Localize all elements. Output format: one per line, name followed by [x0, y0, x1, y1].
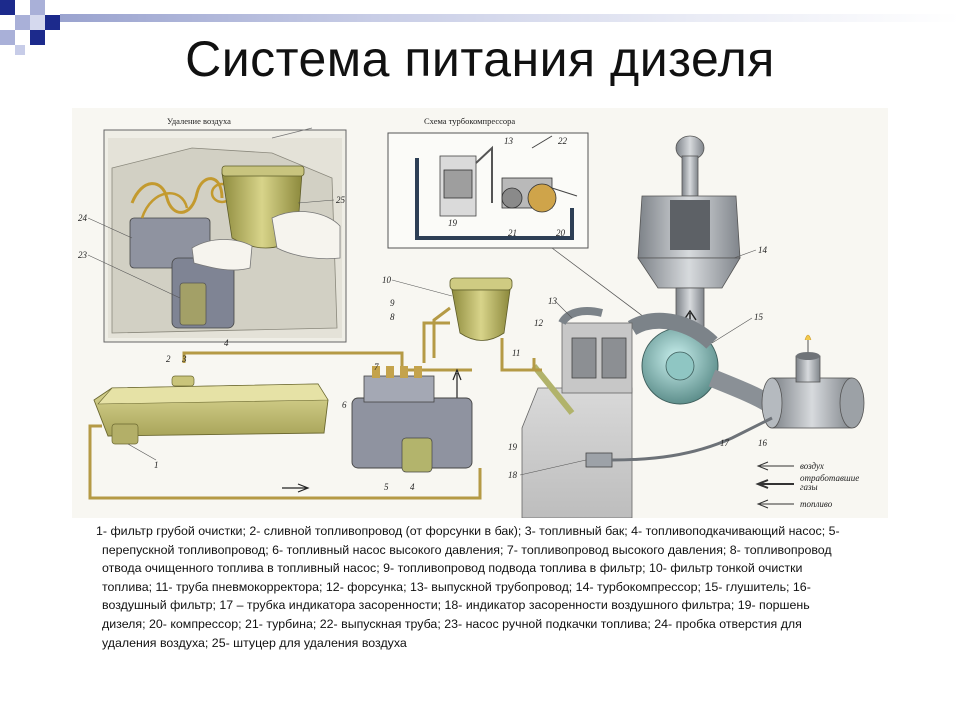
caption-line: 1- фильтр грубой очистки; 2- сливной топ… [96, 524, 840, 538]
legend-exhaust-1: отработавшие [800, 473, 859, 483]
legend-fuel: топливо [800, 499, 833, 509]
caption-line: воздушный фильтр; 17 – трубка индикатора… [102, 598, 810, 613]
inset-air-removal: Удаление воздуха [103, 116, 347, 343]
callout-8: 8 [390, 312, 395, 322]
legend-exhaust-2: газы [800, 482, 818, 492]
caption-line: топлива; 11- труба пневмокорректора; 12-… [102, 579, 811, 594]
callout-11: 11 [512, 348, 520, 358]
air-filter-tower [637, 135, 741, 344]
callout-7: 7 [374, 362, 379, 372]
callout-14: 14 [758, 245, 768, 255]
muffler-cylinder [761, 334, 865, 429]
fine-fuel-filter [449, 277, 513, 341]
inset-turbo-scheme: Схема турбокомпрессора [387, 116, 589, 249]
callout-4-inset: 4 [224, 338, 229, 348]
caption-line: перепускной топливопровод; 6- топливный … [102, 542, 832, 557]
fuel-system-diagram: Удаление воздуха 25 24 23 4 Схема турбок… [72, 108, 888, 518]
caption-line: удаления воздуха; 25- штуцер для удалени… [102, 635, 407, 650]
callout-13: 13 [548, 296, 558, 306]
callout-16: 16 [758, 438, 768, 448]
legend-air: воздух [800, 461, 824, 471]
callout-12: 12 [534, 318, 544, 328]
callout-3: 3 [181, 354, 187, 364]
flow-legend: воздух отработавшие газы топливо [755, 461, 859, 509]
figure-caption: 1- фильтр грубой очистки; 2- сливной топ… [96, 522, 916, 652]
callout-13-inset: 13 [504, 136, 514, 146]
callout-24: 24 [78, 213, 88, 223]
top-gradient-bar [60, 14, 960, 22]
callout-5: 5 [384, 482, 389, 492]
callout-4: 4 [410, 482, 415, 492]
callout-23: 23 [78, 250, 88, 260]
caption-line: дизеля; 20- компрессор; 21- турбина; 22-… [102, 616, 802, 631]
slide-title: Система питания дизеля [185, 31, 775, 87]
engine-section [521, 307, 773, 518]
callout-15: 15 [754, 312, 764, 322]
callout-21: 21 [508, 228, 517, 238]
fuel-tank [93, 375, 329, 445]
callout-10: 10 [382, 275, 392, 285]
caption-line: отвода очищенного топлива в топливный на… [102, 561, 803, 576]
callout-1: 1 [154, 460, 159, 470]
callout-18: 18 [508, 470, 518, 480]
callout-9: 9 [390, 298, 395, 308]
callout-20: 20 [556, 228, 566, 238]
corner-decoration [0, 0, 75, 55]
inset-right-title: Схема турбокомпрессора [424, 116, 515, 126]
callout-2: 2 [166, 354, 171, 364]
fuel-pipes [88, 306, 542, 500]
inset-left-title: Удаление воздуха [167, 116, 231, 126]
callout-6: 6 [342, 400, 347, 410]
callout-17: 17 [720, 438, 730, 448]
injection-pump [351, 366, 473, 473]
callout-22: 22 [558, 136, 568, 146]
callout-19-inset: 19 [448, 218, 458, 228]
callout-19: 19 [508, 442, 518, 452]
callout-25: 25 [336, 195, 346, 205]
